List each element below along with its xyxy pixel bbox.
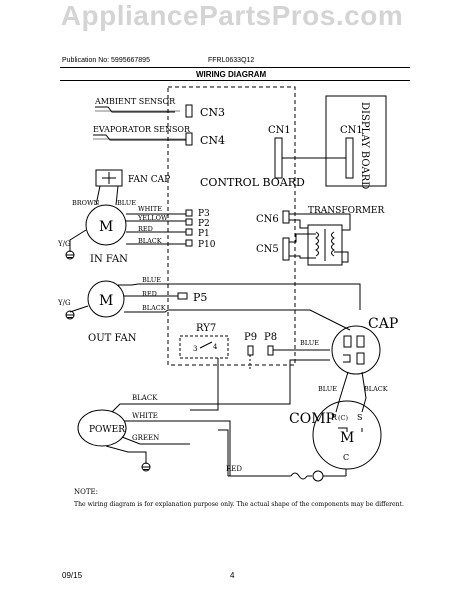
p8-label: P8 bbox=[264, 332, 277, 343]
black-wire-power bbox=[111, 359, 330, 413]
red-wire-label-out: RED bbox=[142, 290, 157, 298]
p9-pin bbox=[247, 345, 254, 356]
cn6-connector bbox=[282, 210, 290, 224]
blue-wire-label-cap: BLUE bbox=[300, 339, 319, 347]
display-board bbox=[325, 95, 387, 187]
relay-pin-3: 3 bbox=[193, 345, 197, 353]
yg-label-out: Y/G bbox=[57, 299, 71, 307]
compressor-capacitor bbox=[331, 325, 381, 375]
board-cn1-label: CN1 bbox=[268, 125, 291, 136]
relay-pin-4: 4 bbox=[213, 343, 218, 351]
out-fan-label: OUT FAN bbox=[88, 333, 137, 344]
in-fan-motor-symbol: M bbox=[99, 219, 113, 235]
ambient-sensor-label: AMBIENT SENSOR bbox=[94, 97, 176, 106]
cn4-connector bbox=[185, 132, 193, 146]
cn6-label: CN6 bbox=[256, 214, 279, 225]
white-wire-power bbox=[124, 420, 231, 476]
black-wire-label-power: BLACK bbox=[132, 394, 158, 402]
comp-terminal-s: S bbox=[357, 413, 362, 422]
comp-label: COMP bbox=[289, 411, 335, 427]
red-wire-label-in: RED bbox=[138, 225, 153, 233]
brown-wire-label: BROWN bbox=[72, 199, 100, 207]
display-board-label: DISPLAY BOARD bbox=[359, 102, 370, 189]
header-rule bbox=[60, 67, 410, 68]
fan-cap-label: FAN CAP bbox=[128, 175, 170, 185]
evaporator-sensor-wire bbox=[93, 134, 186, 141]
blue-wire-label-comp: BLUE bbox=[318, 385, 337, 393]
cap-label: CAP bbox=[368, 316, 398, 332]
p5-pin bbox=[177, 292, 188, 300]
note-text: The wiring diagram is for explanation pu… bbox=[74, 500, 404, 508]
p5-label: P5 bbox=[193, 291, 207, 304]
comp-terminal-r: R bbox=[331, 413, 338, 422]
cn3-label: CN3 bbox=[200, 106, 225, 119]
black-wire-label-comp: BLACK bbox=[364, 385, 388, 393]
in-fan-label: IN FAN bbox=[90, 254, 128, 265]
title-rule bbox=[60, 80, 410, 81]
cn3-connector bbox=[185, 104, 193, 118]
watermark: AppliancePartsPros.com bbox=[60, 0, 404, 31]
comp-motor-symbol: M bbox=[340, 430, 354, 446]
power-label: POWER bbox=[89, 425, 125, 435]
p1-pin bbox=[185, 228, 193, 236]
p2-pin bbox=[185, 218, 193, 226]
cn5-connector bbox=[282, 237, 290, 261]
display-cn1-connector bbox=[345, 137, 354, 179]
p10-label: P10 bbox=[198, 240, 216, 250]
black-wire-to-comp bbox=[361, 371, 367, 413]
green-wire-power bbox=[121, 436, 190, 445]
fan-cap-symbol bbox=[95, 169, 123, 187]
transformer-symbol bbox=[307, 224, 343, 266]
p3-pin bbox=[185, 209, 193, 217]
blue-wire-label-in: BLUE bbox=[117, 199, 136, 207]
publication-number: Publication No: 5995667895 bbox=[62, 57, 150, 64]
power-source bbox=[77, 409, 127, 447]
black-wire-out bbox=[124, 309, 351, 331]
comp-terminal-c-top: (C) bbox=[338, 414, 349, 422]
control-board-label: CONTROL BOARD bbox=[200, 176, 305, 189]
page-title: WIRING DIAGRAM bbox=[196, 70, 267, 79]
red-wire-label-comp: RED bbox=[226, 465, 242, 473]
p3-label: P3 bbox=[198, 209, 210, 219]
model-number: FFRL0633Q12 bbox=[208, 57, 255, 64]
cn4-label: CN4 bbox=[200, 134, 225, 147]
out-fan-motor bbox=[87, 280, 125, 318]
black-wire-label-out: BLACK bbox=[142, 304, 166, 312]
out-fan-motor-symbol: M bbox=[99, 293, 113, 309]
blue-wire-label-out: BLUE bbox=[142, 276, 161, 284]
blue-wire-out bbox=[118, 283, 361, 310]
yellow-wire-label: YELLOW bbox=[137, 214, 168, 222]
p10-pin bbox=[185, 239, 193, 247]
note-label: NOTE: bbox=[74, 488, 98, 496]
ry7-relay bbox=[179, 335, 229, 359]
white-wire-label-power: WHITE bbox=[132, 412, 158, 420]
ambient-sensor-wire bbox=[95, 106, 175, 113]
blue-wire-to-comp bbox=[335, 371, 349, 413]
p9-label: P9 bbox=[244, 332, 257, 343]
comp-terminal-c: C bbox=[343, 453, 349, 462]
black-wire-label-in: BLACK bbox=[138, 237, 162, 245]
yg-label-in: Y/G bbox=[57, 240, 71, 248]
board-cn1-connector bbox=[274, 137, 283, 179]
display-cn1-label: CN1 bbox=[340, 125, 363, 136]
footer-page-number: 4 bbox=[230, 571, 235, 580]
green-wire-label: GREEN bbox=[132, 434, 159, 442]
evaporator-sensor-label: EVAPORATOR SENSOR bbox=[93, 125, 191, 134]
p8-pin bbox=[267, 345, 274, 356]
footer-date: 09/15 bbox=[62, 571, 83, 580]
cn5-label: CN5 bbox=[256, 244, 279, 255]
in-fan-motor bbox=[85, 204, 127, 246]
p2-label: P2 bbox=[198, 219, 210, 229]
white-wire-label: WHITE bbox=[138, 205, 162, 213]
compressor bbox=[312, 400, 382, 470]
transformer-label: TRANSFORMER bbox=[308, 206, 385, 216]
p1-label: P1 bbox=[198, 229, 210, 239]
control-board-outline bbox=[167, 86, 296, 366]
overload-protector bbox=[290, 472, 308, 480]
ry7-label: RY7 bbox=[196, 323, 216, 334]
